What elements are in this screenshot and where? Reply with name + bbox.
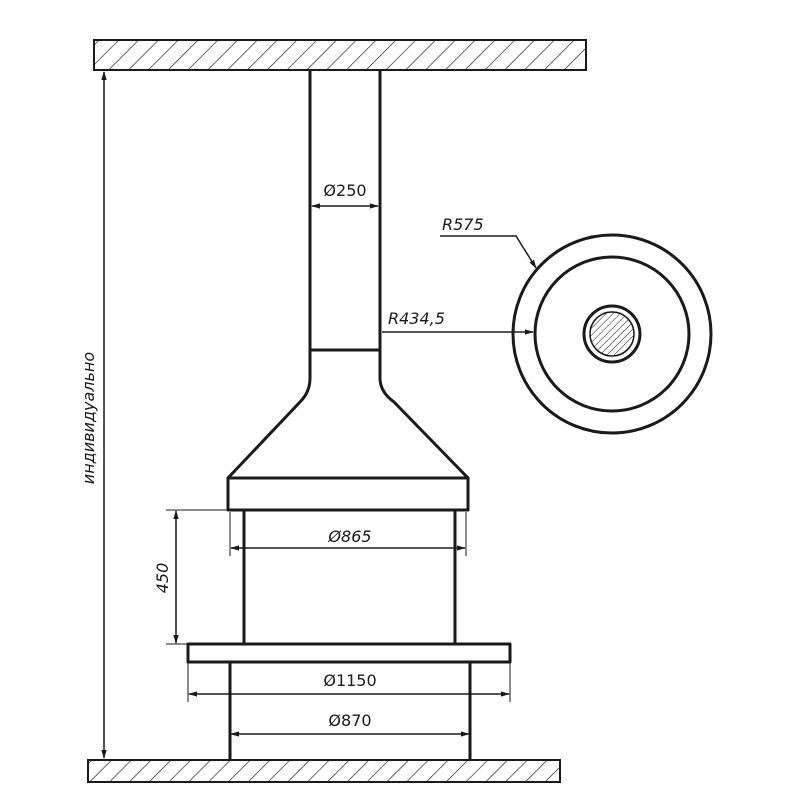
hood-rim [226, 476, 470, 512]
ceiling-slab [93, 39, 587, 71]
inner-radius-label: R434,5 [388, 309, 445, 328]
firebox-height-label: 450 [153, 563, 172, 594]
top-view: R575 R434,5 [382, 215, 713, 435]
dimension-base-diameter: Ø870 [230, 711, 470, 737]
pipe-diameter-label: Ø250 [323, 181, 366, 200]
base-pedestal [228, 662, 472, 760]
dimension-firebox-height: 450 [153, 509, 244, 645]
dimension-inner-diameter: Ø865 [229, 512, 467, 556]
outer-radius-label: R575 [442, 215, 484, 234]
dimension-overall-height: индивидуально [79, 71, 107, 759]
floor-slab [87, 759, 561, 783]
base-diameter-label: Ø870 [328, 711, 371, 730]
inner-diameter-label: Ø865 [327, 527, 371, 546]
base-plate [186, 642, 512, 664]
hood-cone [226, 350, 470, 480]
inner-circle [533, 255, 691, 413]
pipe-section-hatched [589, 311, 635, 357]
fireplace-body [186, 70, 512, 760]
dimension-base-plate-diameter: Ø1150 [187, 662, 511, 702]
firebox-walls [242, 510, 457, 644]
outer-circle [511, 233, 713, 435]
base-plate-diameter-label: Ø1150 [323, 671, 376, 690]
overall-height-label: индивидуально [79, 352, 98, 485]
dimension-pipe-diameter: Ø250 [311, 181, 379, 209]
chimney-pipe [308, 70, 382, 350]
